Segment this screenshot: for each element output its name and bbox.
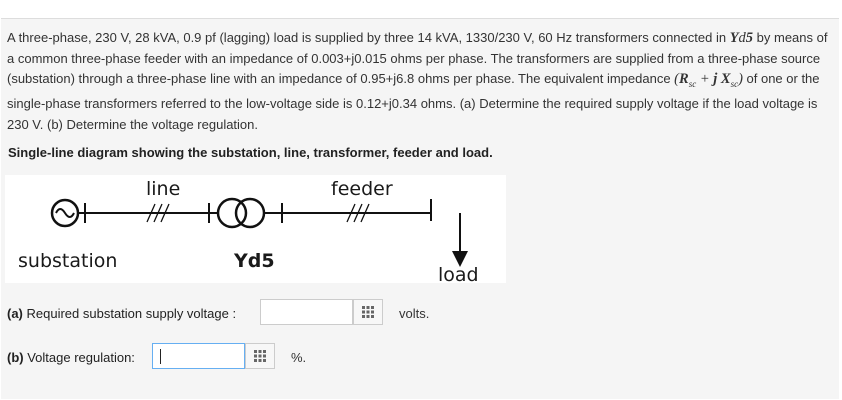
- load-arrow-icon: [452, 251, 468, 267]
- supply-voltage-input[interactable]: [260, 299, 353, 325]
- transformer-icon: [216, 197, 266, 229]
- question-b-unit: %.: [291, 350, 307, 365]
- text-caret: [160, 349, 161, 364]
- feeder-hatch-marks: [346, 203, 370, 223]
- connection-symbol: Yd5: [729, 30, 754, 46]
- substation-label: substation: [18, 250, 117, 272]
- keypad-grid-icon: [254, 350, 266, 362]
- line-hatch-marks: [146, 203, 170, 223]
- single-line-diagram: line feeder substation Yd5 load: [5, 175, 506, 283]
- problem-text-1: A three-phase, 230 V, 28 kVA, 0.9 pf (la…: [7, 30, 730, 45]
- keypad-button-a[interactable]: [353, 299, 383, 325]
- problem-statement: A three-phase, 230 V, 28 kVA, 0.9 pf (la…: [7, 28, 833, 135]
- problem-text-3: of one or the single-phase transformers …: [7, 71, 820, 132]
- question-a: (a) Required substation supply voltage :: [7, 306, 236, 321]
- keypad-grid-icon: [362, 306, 374, 318]
- voltage-regulation-input[interactable]: [152, 343, 245, 369]
- ac-source-icon: [50, 198, 80, 228]
- keypad-button-b[interactable]: [245, 343, 275, 369]
- diagram-title: Single-line diagram showing the substati…: [8, 145, 493, 160]
- line-label: line: [146, 178, 180, 200]
- feeder-label: feeder: [331, 178, 393, 200]
- question-a-unit: volts.: [399, 306, 430, 321]
- question-b-prefix: (b): [7, 350, 24, 365]
- load-label: load: [438, 264, 479, 283]
- problem-text-2: by means of a common three-phase feeder …: [7, 30, 828, 86]
- question-a-label: Required substation supply voltage :: [22, 306, 237, 321]
- question-b: (b) Voltage regulation:: [7, 350, 135, 365]
- question-b-label: Voltage regulation:: [23, 350, 135, 365]
- impedance-symbol: (Rsc + j Xsc): [674, 71, 743, 89]
- question-card: A three-phase, 230 V, 28 kVA, 0.9 pf (la…: [1, 18, 839, 399]
- transformer-label: Yd5: [233, 250, 275, 272]
- question-a-prefix: (a): [7, 306, 23, 321]
